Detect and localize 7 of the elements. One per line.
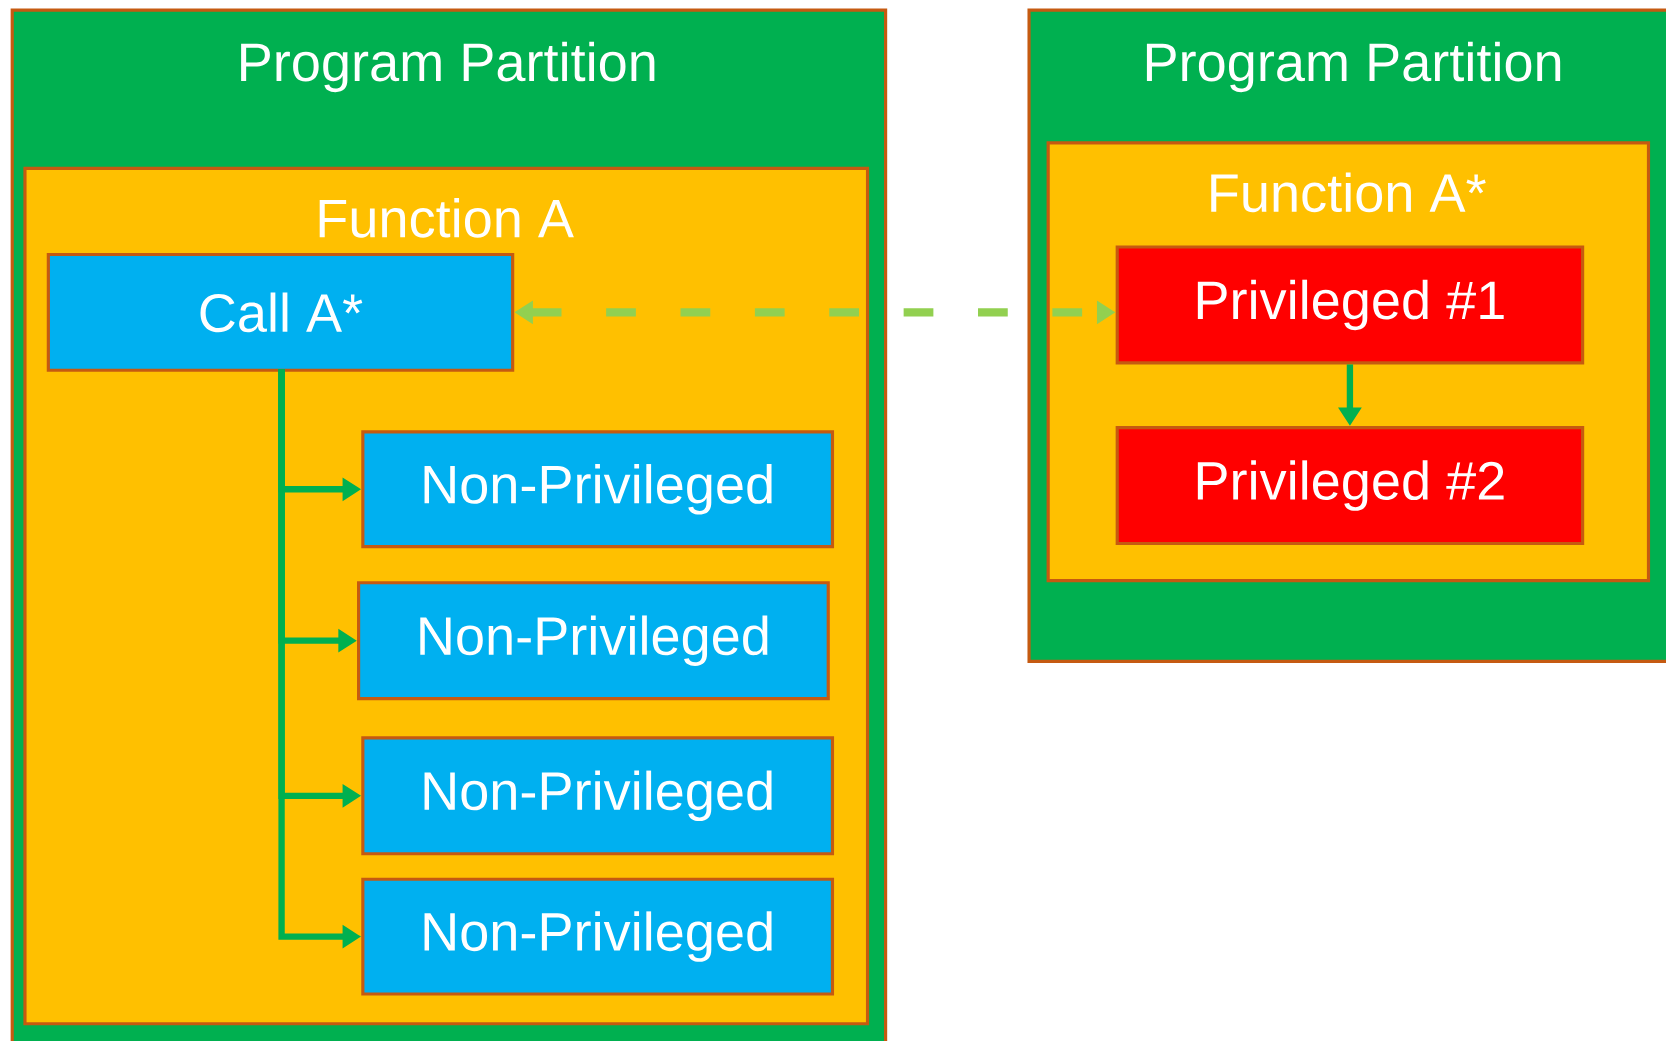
process-box: Non-Privileged (357, 581, 830, 701)
process-box: Call A* (46, 252, 515, 372)
process-box: Non-Privileged (361, 877, 835, 996)
process-box: Non-Privileged (361, 736, 835, 856)
process-box: Privileged #2 (1115, 425, 1585, 545)
process-box: Privileged #1 (1115, 245, 1585, 365)
process-box: Non-Privileged (361, 430, 835, 549)
